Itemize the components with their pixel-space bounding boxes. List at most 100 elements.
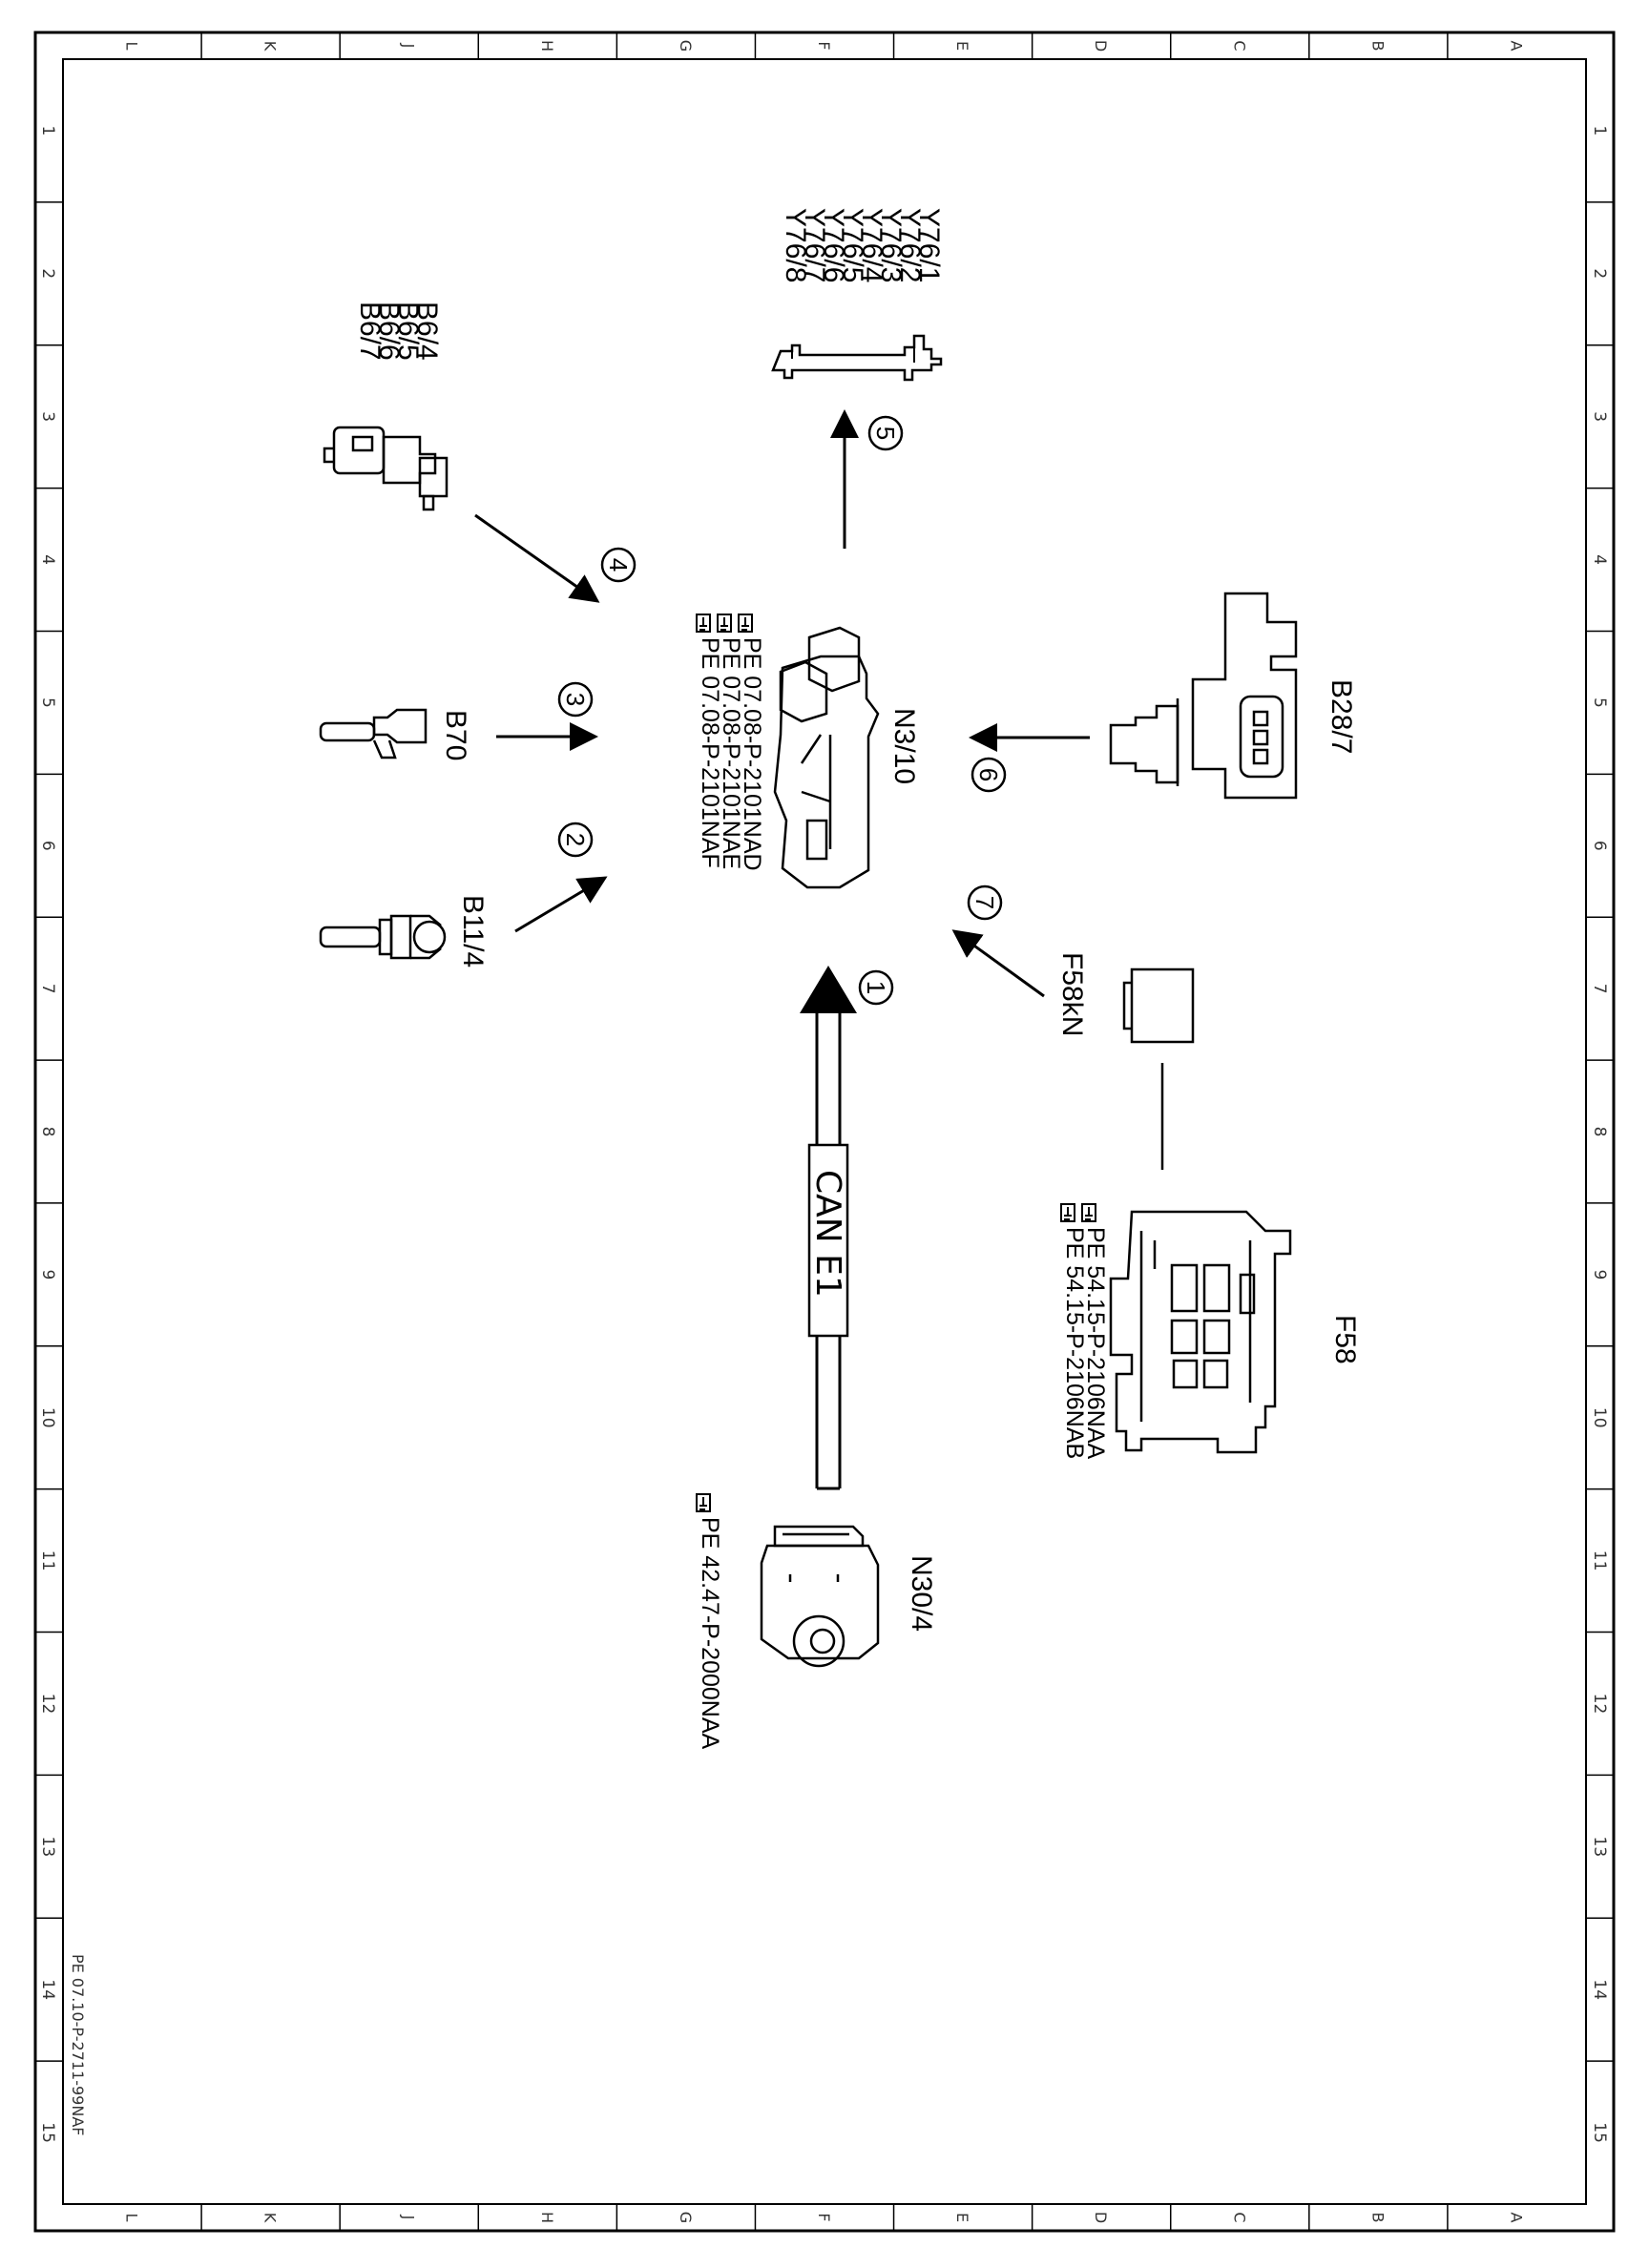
step-6-label: 6 bbox=[974, 768, 1003, 781]
grid-number-right: 6 bbox=[1590, 841, 1609, 851]
cam-labels-item: B6/4 bbox=[411, 302, 443, 361]
camshaft-sensor-icon bbox=[323, 426, 449, 511]
grid-number-left: 3 bbox=[38, 411, 57, 422]
injector-labels-item: Y76/2 bbox=[894, 208, 926, 282]
step-5-label: 5 bbox=[871, 427, 900, 440]
b28-7-label: B28/7 bbox=[1325, 679, 1357, 754]
grid-letter-top: F bbox=[815, 41, 833, 50]
grid-letter-top: K bbox=[261, 41, 280, 52]
grid-letter-bottom: D bbox=[1092, 2212, 1110, 2223]
grid-letter-bottom: G bbox=[677, 2212, 695, 2223]
reference-hand-icon bbox=[717, 614, 732, 633]
grid-number-left: 14 bbox=[38, 1979, 57, 2000]
grid-number-right: 15 bbox=[1590, 2122, 1609, 2143]
grid-number-right: 5 bbox=[1590, 697, 1609, 708]
can-bus-label: CAN E1 bbox=[808, 1170, 847, 1298]
step-3-circle bbox=[557, 681, 594, 718]
cam-labels-item: B6/5 bbox=[392, 302, 424, 361]
grid-number-right: 7 bbox=[1590, 984, 1609, 994]
grid-letter-bottom: E bbox=[953, 2213, 971, 2222]
ecu-refs-item: PE 07.08-P-2101NAF bbox=[697, 637, 723, 868]
grid-letter-top: B bbox=[1368, 41, 1387, 52]
grid-number-left: 10 bbox=[38, 1407, 57, 1428]
step-4-label: 4 bbox=[604, 558, 633, 572]
grid-letter-bottom: A bbox=[1507, 2213, 1525, 2223]
grid-letter-top: L bbox=[123, 42, 141, 51]
esp-reference: PE 42.47-P-2000NAA bbox=[696, 1493, 723, 1750]
ecu-icon bbox=[773, 626, 880, 889]
injector-labels-item: Y76/7 bbox=[799, 208, 830, 282]
step-1-label: 1 bbox=[862, 981, 890, 994]
grid-number-right: 4 bbox=[1590, 554, 1609, 565]
grid-letter-top: G bbox=[677, 40, 695, 52]
grid-letter-bottom: C bbox=[1230, 2212, 1248, 2222]
grid-number-left: 12 bbox=[38, 1694, 57, 1715]
grid-number-right: 3 bbox=[1590, 411, 1609, 422]
grid-number-left: 7 bbox=[38, 984, 57, 994]
step-4-circle bbox=[600, 547, 637, 583]
step-2-label: 2 bbox=[561, 833, 590, 846]
step-5-circle bbox=[867, 415, 904, 451]
esp-control-unit-icon bbox=[760, 1525, 880, 1668]
grid-letter-top: D bbox=[1092, 40, 1110, 52]
esp-reference-text: PE 42.47-P-2000NAA bbox=[697, 1517, 723, 1750]
b11-4-label: B11/4 bbox=[457, 895, 489, 968]
arrow-4 bbox=[474, 513, 600, 603]
injector-labels-item: Y76/6 bbox=[818, 208, 849, 282]
grid-number-right: 11 bbox=[1590, 1550, 1609, 1571]
outer-frame bbox=[33, 31, 1616, 2233]
grid-letter-bottom: H bbox=[538, 2212, 556, 2223]
grid-number-right: 9 bbox=[1590, 1269, 1609, 1280]
injector-icon bbox=[771, 334, 943, 382]
grid-number-right: 2 bbox=[1590, 268, 1609, 279]
reference-hand-icon bbox=[1081, 1203, 1096, 1222]
document-id: PE 07.10-P-2711-99NAF bbox=[69, 1954, 87, 2135]
can-bus-arrowhead bbox=[800, 966, 857, 1013]
grid-letter-bottom: J bbox=[400, 2215, 418, 2220]
grid-number-right: 10 bbox=[1590, 1407, 1609, 1428]
camshaft-sensor-labels: B6/4B6/5B6/6B6/7 bbox=[354, 302, 443, 361]
cam-labels-item: B6/7 bbox=[354, 302, 386, 361]
fuse-box-icon bbox=[1109, 1210, 1292, 1454]
grid-letter-bottom: F bbox=[815, 2213, 833, 2221]
f58kn-label: F58kN bbox=[1056, 952, 1088, 1036]
reference-hand-icon bbox=[696, 614, 711, 633]
grid-letter-bottom: B bbox=[1368, 2213, 1387, 2223]
grid-number-right: 14 bbox=[1590, 1979, 1609, 2000]
cam-labels-item: B6/6 bbox=[373, 302, 405, 361]
grid-number-left: 9 bbox=[38, 1269, 57, 1280]
grid-number-left: 15 bbox=[38, 2122, 57, 2143]
injector-labels-item: Y76/4 bbox=[856, 208, 887, 282]
can-bus bbox=[800, 966, 857, 1490]
grid-number-right: 8 bbox=[1590, 1127, 1609, 1137]
grid-number-right: 1 bbox=[1590, 126, 1609, 136]
f58-label: F58 bbox=[1329, 1315, 1361, 1364]
grid-number-left: 4 bbox=[38, 554, 57, 565]
can-bus-label-box bbox=[807, 1143, 849, 1338]
injector-labels-item: Y76/1 bbox=[913, 208, 945, 282]
injector-labels-item: Y76/5 bbox=[837, 208, 868, 282]
grid-number-left: 11 bbox=[38, 1550, 57, 1571]
grid-letter-bottom: K bbox=[261, 2213, 280, 2223]
arrow-7 bbox=[951, 929, 1045, 998]
b70-label: B70 bbox=[440, 710, 471, 760]
n30-4-label: N30/4 bbox=[906, 1555, 937, 1632]
grid-number-left: 6 bbox=[38, 841, 57, 851]
step-1-circle bbox=[858, 969, 894, 1006]
fuse-refs-item: PE 54.15-P-2106NAA bbox=[1082, 1227, 1109, 1460]
pressure-sensor-icon bbox=[1109, 592, 1298, 800]
grid-number-left: 1 bbox=[38, 126, 57, 136]
injector-labels-item: Y76/8 bbox=[780, 208, 811, 282]
step-7-circle bbox=[967, 884, 1003, 921]
step-6-circle bbox=[971, 757, 1007, 793]
crankshaft-sensor-icon bbox=[319, 708, 428, 759]
reference-hand-icon bbox=[1060, 1203, 1075, 1222]
grid-letter-top: C bbox=[1230, 40, 1248, 51]
grid-letter-top: E bbox=[953, 41, 971, 51]
